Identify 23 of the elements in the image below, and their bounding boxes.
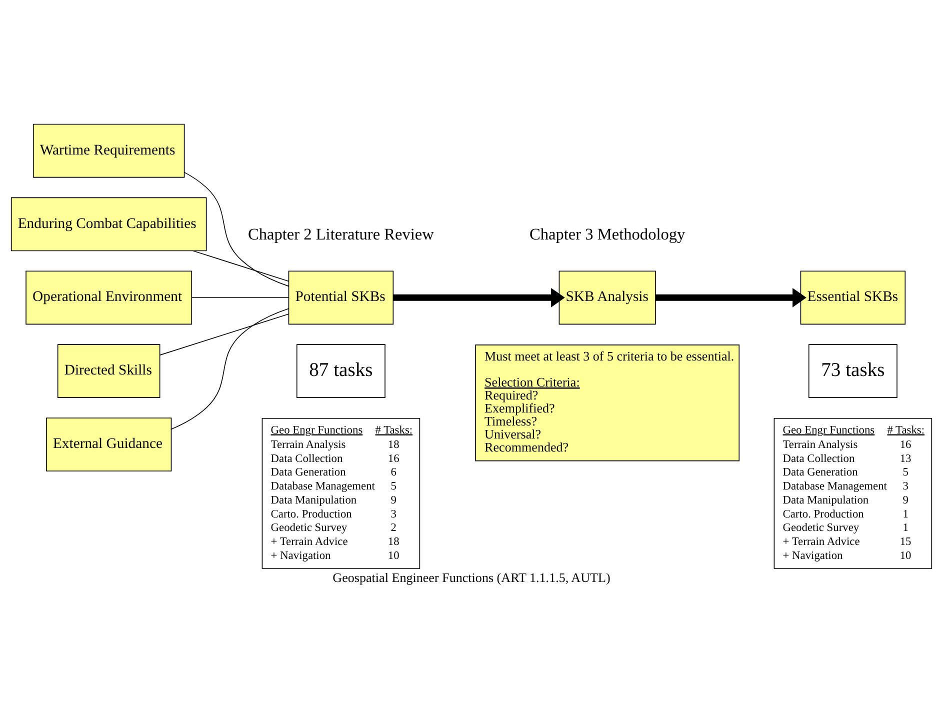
node-box: Essential SKBs [800, 270, 906, 324]
node-box: Must meet at least 3 of 5 criteria to be essential. Selection Criteria: Required? Exemplified? Timeless? Universal? Recommended? [475, 344, 740, 461]
arrow [393, 287, 565, 307]
connector [191, 296, 289, 298]
node-box: Wartime Requirements [32, 123, 185, 178]
node-box: 73 tasks [808, 344, 898, 398]
label: Chapter 3 Methodology [529, 224, 686, 244]
connector [184, 171, 290, 286]
connector [192, 250, 290, 282]
caption: Geospatial Engineer Functions (ART 1.1.1.5, AUTL) [332, 570, 610, 585]
node-box: Operational Environment [26, 270, 192, 324]
connector [160, 313, 289, 355]
label: Chapter 2 Literature Review [248, 224, 434, 244]
connector [171, 308, 289, 429]
node-box: Geo Engr Functions # Tasks: Terrain Analysis 16 Data Collection 13 Data Generation 5 Database Management 3 Data Manipulation 9 Carto. Production 1 Geodetic Survey 1 + Terrain Advice 15 + Navigation 10 [774, 417, 932, 568]
node-box: External Guidance [46, 417, 172, 471]
node-box: Geo Engr Functions # Tasks: Terrain Analysis 18 Data Collection 16 Data Generation 6 Database Management 5 Data Manipulation 9 Carto. Production 3 Geodetic Survey 2 + Terrain Advice 18 + Navigation 10 [262, 417, 420, 568]
node-box: Potential SKBs [288, 270, 394, 324]
node-box: Enduring Combat Capabilities [10, 196, 207, 251]
node-box: 87 tasks [296, 344, 386, 398]
arrow [655, 287, 806, 307]
node-box: Directed Skills [57, 344, 160, 398]
node-box: SKB Analysis [558, 270, 656, 324]
